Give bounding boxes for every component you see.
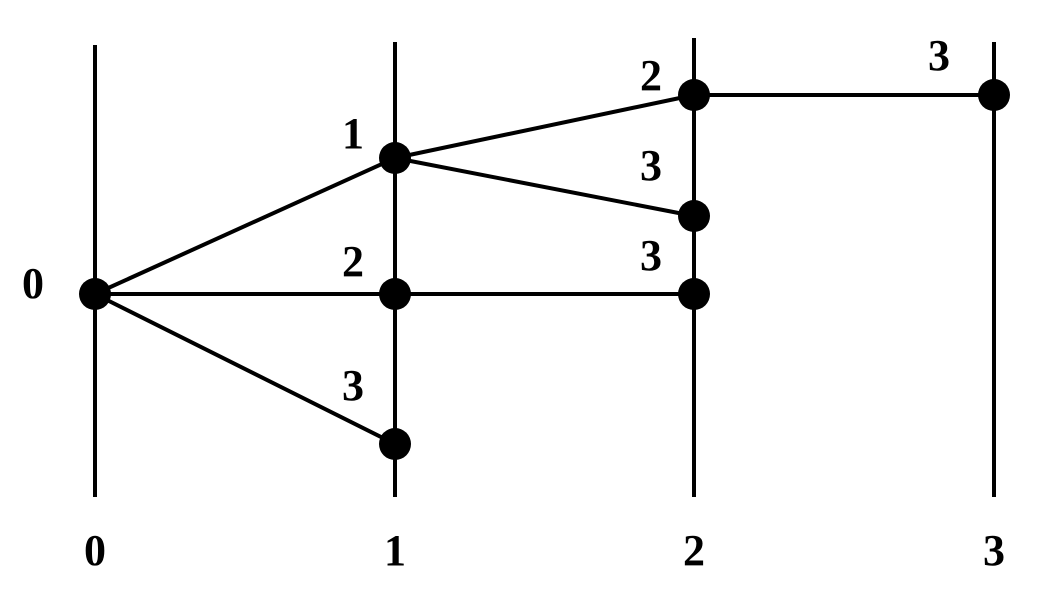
node-n1c: [379, 428, 411, 460]
node-n2b: [678, 200, 710, 232]
node-n3a: [978, 79, 1010, 111]
node-n1a: [379, 142, 411, 174]
axis-label-1: 1: [384, 526, 406, 575]
node-labels: 0 1 2 3 2 3 3 3: [22, 31, 950, 410]
node-label-n0: 0: [22, 259, 44, 308]
node-label-n1b: 2: [342, 237, 364, 286]
node-label-n2c: 3: [640, 231, 662, 280]
node-n2a: [678, 79, 710, 111]
node-n1b: [379, 278, 411, 310]
node-n2c: [678, 278, 710, 310]
edge-n1a-n2b: [394, 156, 695, 218]
vertical-lines: [93, 38, 996, 497]
node-label-n3a: 3: [928, 31, 950, 80]
axis-label-3: 3: [983, 526, 1005, 575]
node-n0: [79, 278, 111, 310]
node-label-n1a: 1: [342, 109, 364, 158]
nodes: [79, 79, 1010, 460]
edge-n0-n1a: [94, 156, 396, 296]
axis-label-2: 2: [683, 526, 705, 575]
edges: [94, 93, 994, 446]
axis-label-0: 0: [84, 526, 106, 575]
edge-n0-n1c: [94, 292, 396, 446]
node-label-n2b: 3: [640, 141, 662, 190]
node-label-n1c: 3: [342, 361, 364, 410]
edge-n1a-n2a: [394, 93, 695, 160]
node-label-n2a: 2: [640, 51, 662, 100]
axis-labels: 0 1 2 3: [84, 526, 1005, 575]
